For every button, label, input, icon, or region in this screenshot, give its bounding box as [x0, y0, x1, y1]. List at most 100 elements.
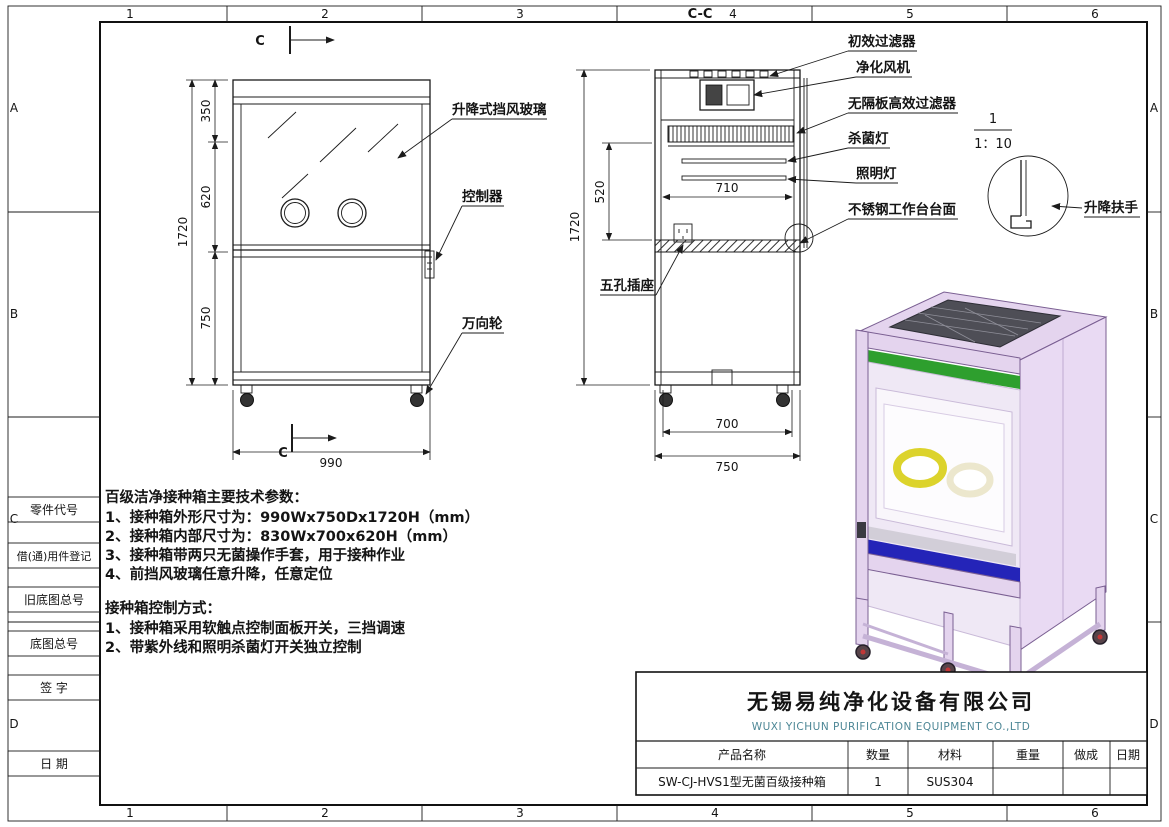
notes-control-title: 接种箱控制方式： — [105, 599, 221, 617]
side-caster-right — [776, 384, 790, 407]
grid-col-5-bottom: 5 — [906, 806, 914, 820]
notes-control-item-2: 2、带紫外线和照明杀菌灯开关独立控制 — [105, 638, 362, 656]
header-made: 做成 — [1074, 747, 1098, 762]
scale-sheet-number: 1 — [989, 112, 997, 127]
notes-item-4: 4、前挡风玻璃任意升降，任意定位 — [105, 565, 333, 583]
iso-glove-ring-right — [946, 462, 994, 498]
light-rod — [681, 175, 787, 181]
glove-port-right — [337, 198, 367, 228]
grid-col-5-top: 5 — [906, 7, 914, 21]
dim-1720-side: 1720 — [568, 212, 582, 243]
value-quantity: 1 — [874, 775, 882, 789]
dim-1720-front: 1720 — [176, 217, 190, 248]
dim-750-side: 750 — [716, 460, 739, 474]
section-label-cc: C-C — [688, 7, 713, 22]
notes-item-3: 3、接种箱带两只无菌操作手套，用于接种作业 — [105, 546, 405, 564]
strip-box-borrow-register: 借(通)用件登记 — [17, 549, 92, 563]
dim-710: 710 — [716, 181, 739, 195]
worktop-band — [654, 239, 801, 253]
grid-row-a-right: A — [1150, 101, 1159, 115]
label-lifting-handrail: 升降扶手 — [1084, 199, 1138, 216]
label-universal-wheel: 万向轮 — [461, 315, 503, 332]
detail-view: 升降扶手 — [987, 155, 1140, 237]
socket-symbol — [673, 223, 693, 243]
sheet-frame: 1 2 3 4 5 6 C-C 1 2 3 4 5 6 A B C D A B … — [7, 5, 1162, 822]
iso-blue-stripe — [860, 538, 1020, 582]
iso-caster-4 — [1092, 629, 1108, 645]
fan-unit — [699, 79, 755, 111]
svg-text:C: C — [255, 34, 265, 49]
strip-box-signature: 签 字 — [40, 680, 68, 695]
side-view — [654, 69, 814, 407]
iso-worktop — [866, 526, 1016, 566]
svg-text:C: C — [278, 446, 288, 461]
uv-lamp-rod — [681, 158, 787, 164]
dim-750-front: 750 — [199, 307, 213, 330]
grid-col-4-bottom: 4 — [711, 806, 719, 820]
front-caster-left — [240, 384, 254, 407]
strip-box-master-no: 底图总号 — [30, 636, 78, 651]
grid-col-3-top: 3 — [516, 7, 524, 21]
side-labels: 初效过滤器 净化风机 无隔板高效过滤器 杀菌灯 照明灯 不锈钢工作台台面 五孔插… — [600, 33, 958, 296]
iso-glove-ring-left — [893, 448, 947, 488]
section-mark-top: C — [255, 26, 335, 54]
glove-port-left — [280, 198, 310, 228]
grid-row-b-right: B — [1150, 307, 1158, 321]
front-caster-right — [410, 384, 424, 407]
notes-title: 百级洁净接种箱主要技术参数： — [105, 488, 308, 506]
header-weight: 重量 — [1016, 748, 1040, 762]
header-product-name: 产品名称 — [718, 747, 766, 762]
title-block: 无锡易纯净化设备有限公司 WUXI YICHUN PURIFICATION EQ… — [635, 671, 1148, 796]
iso-left-pillar — [855, 329, 869, 615]
grid-col-6-top: 6 — [1091, 7, 1099, 21]
dim-620: 620 — [199, 186, 213, 209]
iso-filter-grid — [888, 299, 1062, 348]
controller-panel — [424, 250, 435, 279]
dim-520: 520 — [593, 181, 607, 204]
grid-row-d-right: D — [1149, 717, 1158, 731]
grid-col-1-bottom: 1 — [126, 806, 134, 820]
front-labels: 升降式挡风玻璃 控制器 万向轮 — [397, 101, 547, 395]
dim-350: 350 — [199, 100, 213, 123]
front-view: C C — [232, 26, 435, 461]
strip-box-date: 日 期 — [40, 757, 68, 771]
notes-item-2: 2、接种箱内部尺寸为：830Wx700x620H（mm） — [105, 527, 457, 545]
iso-control-panel — [857, 522, 866, 538]
label-worktop: 不锈钢工作台台面 — [848, 201, 956, 218]
iso-render — [855, 291, 1108, 706]
label-light: 照明灯 — [856, 165, 897, 182]
dim-990: 990 — [320, 456, 343, 470]
value-material: SUS304 — [927, 775, 974, 789]
notes-control-item-1: 1、接种箱采用软触点控制面板开关，三挡调速 — [105, 619, 406, 637]
scale-ratio: 1：10 — [974, 137, 1012, 152]
grid-col-3-bottom: 3 — [516, 806, 524, 820]
label-uv-lamp: 杀菌灯 — [848, 130, 889, 147]
value-product-name: SW-CJ-HVS1型无菌百级接种箱 — [658, 774, 826, 789]
iso-caster-1 — [855, 644, 871, 660]
grid-row-c-left: C — [10, 512, 18, 526]
dim-700: 700 — [716, 417, 739, 431]
grid-col-6-bottom: 6 — [1091, 806, 1099, 820]
label-lifting-glass: 升降式挡风玻璃 — [452, 101, 547, 118]
strip-box-part-code: 零件代号 — [30, 503, 78, 517]
scale-symbol: 1 1：10 — [974, 112, 1012, 152]
label-controller: 控制器 — [462, 188, 503, 205]
front-dimensions: 350 620 750 1720 990 — [176, 79, 431, 470]
detail-balloon — [784, 223, 814, 253]
grid-row-a-left: A — [10, 101, 19, 115]
company-name-en: WUXI YICHUN PURIFICATION EQUIPMENT CO.,L… — [752, 721, 1031, 733]
grid-row-b-left: B — [10, 307, 18, 321]
side-caster-left — [659, 384, 673, 407]
strip-box-old-master-no: 旧底图总号 — [24, 592, 84, 607]
hepa-filter-band — [667, 125, 795, 143]
side-dimensions: 1720 520 710 700 750 — [568, 69, 801, 474]
header-date: 日期 — [1116, 748, 1140, 762]
header-material: 材料 — [938, 748, 962, 762]
grid-col-2-top: 2 — [321, 7, 329, 21]
company-name-cn: 无锡易纯净化设备有限公司 — [747, 690, 1035, 714]
label-primary-filter: 初效过滤器 — [848, 33, 916, 50]
grid-col-4-top: 4 — [729, 7, 737, 21]
notes: 百级洁净接种箱主要技术参数： 1、接种箱外形尺寸为：990Wx750Dx1720… — [105, 488, 479, 656]
header-quantity: 数量 — [866, 747, 890, 762]
